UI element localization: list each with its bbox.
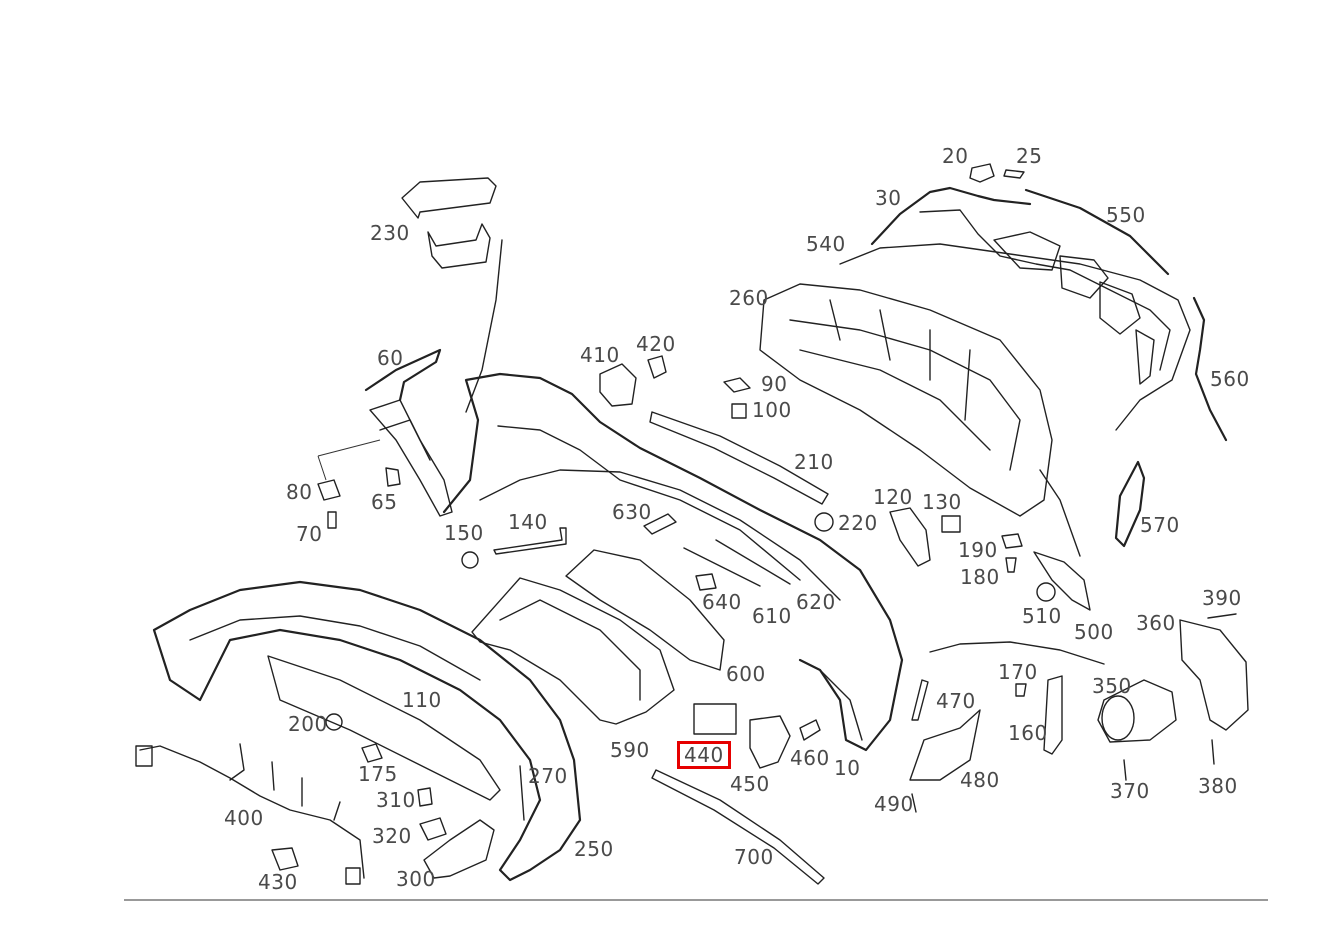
part-590-600-drawing — [471, 549, 725, 725]
label-part-590[interactable]: 590 — [610, 738, 650, 762]
part-20-25-30-550-drawing — [870, 163, 1170, 276]
label-part-70[interactable]: 70 — [296, 522, 323, 546]
label-part-120[interactable]: 120 — [873, 485, 913, 509]
part-230-drawing — [401, 177, 503, 413]
label-part-470[interactable]: 470 — [936, 689, 976, 713]
label-part-220[interactable]: 220 — [838, 511, 878, 535]
label-part-410[interactable]: 410 — [580, 343, 620, 367]
label-part-260[interactable]: 260 — [729, 286, 769, 310]
part-540-drawing — [839, 209, 1191, 431]
label-part-430[interactable]: 430 — [258, 870, 298, 894]
label-part-550[interactable]: 550 — [1106, 203, 1146, 227]
part-410-420-drawing — [599, 355, 667, 407]
label-part-170[interactable]: 170 — [998, 660, 1038, 684]
label-part-190[interactable]: 190 — [958, 538, 998, 562]
part-440-module-drawing — [693, 703, 737, 735]
label-part-570[interactable]: 570 — [1140, 513, 1180, 537]
label-part-480[interactable]: 480 — [960, 768, 1000, 792]
part-210-drawing — [649, 411, 829, 505]
label-part-320[interactable]: 320 — [372, 824, 412, 848]
label-part-390[interactable]: 390 — [1202, 586, 1242, 610]
label-part-700[interactable]: 700 — [734, 845, 774, 869]
label-part-440-selected[interactable]: 440 — [677, 741, 731, 769]
part-700-strip-drawing — [651, 769, 825, 885]
part-120-130-220-drawing — [814, 507, 961, 567]
label-part-100[interactable]: 100 — [752, 398, 792, 422]
label-part-630[interactable]: 630 — [612, 500, 652, 524]
part-160-170-470-480-490-drawing — [909, 641, 1105, 813]
label-part-640[interactable]: 640 — [702, 590, 742, 614]
label-part-230[interactable]: 230 — [370, 221, 410, 245]
part-180-190-500-510-drawing — [1001, 533, 1091, 611]
label-part-130[interactable]: 130 — [922, 490, 962, 514]
part-400-harness-drawing — [135, 743, 365, 885]
label-part-250[interactable]: 250 — [574, 837, 614, 861]
label-part-60[interactable]: 60 — [377, 346, 404, 370]
part-560-570-drawing — [1114, 296, 1228, 548]
label-part-300[interactable]: 300 — [396, 867, 436, 891]
label-part-150[interactable]: 150 — [444, 521, 484, 545]
label-part-25[interactable]: 25 — [1016, 144, 1043, 168]
label-part-65[interactable]: 65 — [371, 490, 398, 514]
part-60-80-65-70-drawing — [317, 348, 453, 529]
label-part-600[interactable]: 600 — [726, 662, 766, 686]
label-part-400[interactable]: 400 — [224, 806, 264, 830]
label-part-560[interactable]: 560 — [1210, 367, 1250, 391]
label-part-20[interactable]: 20 — [942, 144, 969, 168]
label-part-610[interactable]: 610 — [752, 604, 792, 628]
label-part-10[interactable]: 10 — [834, 756, 861, 780]
label-part-450[interactable]: 450 — [730, 772, 770, 796]
label-part-210[interactable]: 210 — [794, 450, 834, 474]
label-part-30[interactable]: 30 — [875, 186, 902, 210]
part-250-270-300-drawing — [423, 765, 525, 879]
label-part-460[interactable]: 460 — [790, 746, 830, 770]
label-part-310[interactable]: 310 — [376, 788, 416, 812]
label-part-180[interactable]: 180 — [960, 565, 1000, 589]
label-part-360[interactable]: 360 — [1136, 611, 1176, 635]
label-part-540[interactable]: 540 — [806, 232, 846, 256]
part-630-640-610-620-drawing — [643, 513, 791, 591]
label-part-175[interactable]: 175 — [358, 762, 398, 786]
part-430-drawing — [271, 847, 299, 871]
label-part-80[interactable]: 80 — [286, 480, 313, 504]
label-part-160[interactable]: 160 — [1008, 721, 1048, 745]
label-part-420[interactable]: 420 — [636, 332, 676, 356]
label-part-620[interactable]: 620 — [796, 590, 836, 614]
label-part-200[interactable]: 200 — [288, 712, 328, 736]
label-part-490[interactable]: 490 — [874, 792, 914, 816]
label-part-90[interactable]: 90 — [761, 372, 788, 396]
part-200-175-310-320-drawing — [325, 713, 447, 841]
label-part-110[interactable]: 110 — [402, 688, 442, 712]
label-part-350[interactable]: 350 — [1092, 674, 1132, 698]
label-part-140[interactable]: 140 — [508, 510, 548, 534]
label-part-500[interactable]: 500 — [1074, 620, 1114, 644]
part-260-drawing — [759, 283, 1081, 557]
label-part-270[interactable]: 270 — [528, 764, 568, 788]
part-110-lower-bumper-drawing — [152, 580, 582, 882]
part-140-150-drawing — [461, 527, 567, 569]
part-90-100-drawing — [723, 377, 751, 419]
part-450-460-drawing — [749, 715, 821, 769]
label-part-510[interactable]: 510 — [1022, 604, 1062, 628]
part-350-360-370-380-390-drawing — [1097, 613, 1249, 781]
main-bumper-upper-drawing — [442, 372, 904, 752]
label-part-370[interactable]: 370 — [1110, 779, 1150, 803]
label-part-380[interactable]: 380 — [1198, 774, 1238, 798]
